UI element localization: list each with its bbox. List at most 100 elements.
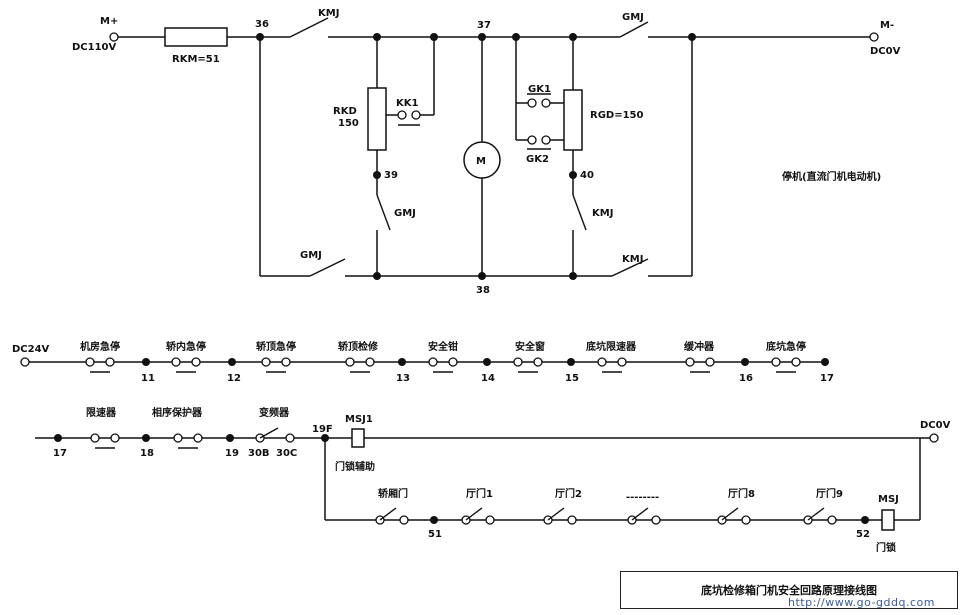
switch-hall-door-8: 厅门8: [717, 487, 755, 525]
switch-row1-2: 轿内急停: [166, 340, 206, 373]
site-watermark: http://www.go-gddq.com: [788, 596, 935, 609]
node-40-label: 40: [580, 170, 594, 181]
contact-kk1-label: KK1: [396, 98, 418, 109]
svg-text:厅门2: 厅门2: [555, 487, 582, 500]
switch-row1-9: 底坑急停: [766, 340, 806, 373]
switch-kmj-top-label: KMJ: [318, 8, 339, 19]
svg-text:轿顶检修: 轿顶检修: [338, 340, 379, 353]
switch-row1-8: 缓冲器: [683, 340, 715, 373]
svg-text:19: 19: [225, 448, 239, 459]
switch-row1-1: 机房急停: [80, 340, 120, 373]
contact-gk2-label: GK2: [526, 154, 549, 165]
switch-gmj-bottom-label: GMJ: [300, 250, 322, 261]
supply-pos-voltage: DC110V: [72, 42, 117, 53]
resistor-rkd-name: RKD: [333, 106, 357, 117]
safety-row-1: DC24V 机房急停 11 轿内急停 12 轿顶急停 轿顶检修 13: [12, 340, 834, 384]
svg-text:厅门9: 厅门9: [816, 487, 843, 500]
svg-text:底坑急停: 底坑急停: [766, 340, 806, 353]
motor-caption: 停机(直流门机电动机): [782, 170, 881, 183]
dc24v-label: DC24V: [12, 344, 50, 355]
switch-row1-6: 安全窗: [513, 340, 545, 373]
svg-text:变频器: 变频器: [259, 406, 290, 419]
relay-msj1-label: MSJ1: [345, 414, 373, 425]
diagram-title: 底坑检修箱门机安全回路原理接线图: [701, 584, 877, 597]
svg-text:厅门8: 厅门8: [728, 487, 755, 500]
switch-kmj-bottom-label: KMJ: [622, 254, 643, 265]
svg-text:轿厢门: 轿厢门: [378, 487, 408, 500]
dc0v-terminal: [929, 433, 939, 443]
supply-neg-terminal: [869, 32, 879, 42]
resistor-rgd: [563, 89, 583, 151]
resistor-rgd-label: RGD=150: [590, 110, 644, 121]
switch-row2-2: 相序保护器: [152, 406, 203, 449]
svg-text:30B: 30B: [248, 448, 270, 459]
svg-text:安全钳: 安全钳: [428, 340, 458, 353]
switch-row2-1: 限速器: [86, 406, 120, 449]
supply-neg-name: M-: [880, 20, 894, 31]
switch-gmj-bottom: [309, 258, 346, 277]
svg-text:14: 14: [481, 373, 495, 384]
svg-text:15: 15: [565, 373, 579, 384]
node-37-label: 37: [477, 20, 491, 31]
svg-text:轿内急停: 轿内急停: [166, 340, 206, 353]
switch-row1-4: 轿顶检修: [338, 340, 379, 373]
svg-text:17: 17: [53, 448, 67, 459]
resistor-rkm-label: RKM=51: [172, 54, 220, 65]
node-39-label: 39: [384, 170, 398, 181]
svg-text:11: 11: [141, 373, 155, 384]
node-36-label: 36: [255, 19, 269, 30]
svg-text:18: 18: [140, 448, 154, 459]
supply-pos-name: M+: [100, 16, 118, 27]
door-ellipsis: --------: [626, 492, 659, 503]
node-40: [569, 171, 577, 179]
svg-text:12: 12: [227, 373, 241, 384]
switch-hall-door-9: 厅门9: [803, 487, 843, 525]
supply-pos-terminal: [109, 32, 119, 42]
switch-gmj-top-label: GMJ: [622, 12, 644, 23]
switch-gmj-left-label: GMJ: [394, 208, 416, 219]
svg-text:13: 13: [396, 373, 410, 384]
switch-hall-door-mid: [627, 507, 661, 525]
switch-row1-3: 轿顶急停: [256, 340, 296, 373]
svg-text:缓冲器: 缓冲器: [683, 340, 715, 353]
svg-text:限速器: 限速器: [86, 406, 117, 419]
switch-gmj-top: [619, 21, 649, 38]
switch-kmj-bottom: [611, 258, 649, 277]
svg-text:16: 16: [739, 373, 753, 384]
diagram-title-box: 底坑检修箱门机安全回路原理接线图: [620, 571, 958, 609]
svg-text:17: 17: [820, 373, 834, 384]
svg-text:轿顶急停: 轿顶急停: [256, 340, 296, 353]
switch-row1-7: 底坑限速器: [586, 340, 637, 373]
door-lock-row: 轿厢门 51 厅门1 厅门2 -------- 厅门8: [324, 438, 920, 554]
svg-text:底坑限速器: 底坑限速器: [586, 340, 637, 353]
svg-text:51: 51: [428, 529, 442, 540]
dc0v-label: DC0V: [920, 420, 951, 431]
svg-text:厅门1: 厅门1: [466, 487, 493, 500]
svg-text:52: 52: [856, 529, 870, 540]
resistor-rkd-value: 150: [338, 118, 359, 129]
relay-msj-caption: 门锁: [876, 541, 896, 554]
relay-msj1: [351, 428, 365, 448]
dc24v-terminal: [20, 357, 30, 367]
svg-text:机房急停: 机房急停: [80, 340, 120, 353]
relay-msj1-caption: 门锁辅助: [335, 460, 375, 473]
contact-gk1-label: GK1: [528, 84, 551, 95]
switch-hall-door-2: 厅门2: [543, 487, 582, 525]
relay-msj-label: MSJ: [878, 494, 899, 505]
switch-kmj-top: [289, 17, 329, 38]
switch-kmj-right: [572, 194, 587, 231]
motor-circuit: M+ DC110V RKM=51 36 KMJ 37 GMJ M- DC0V: [72, 8, 901, 296]
svg-text:19F: 19F: [312, 424, 333, 435]
safety-row-2: 17 限速器 18 相序保护器 19 变频器 30B 30C 19F MSJ1 …: [35, 406, 951, 520]
switch-row2-3: 变频器: [255, 406, 295, 443]
svg-text:安全窗: 安全窗: [515, 340, 545, 353]
motor-label: M: [476, 156, 486, 167]
node-39: [373, 171, 381, 179]
relay-msj: [881, 509, 895, 531]
switch-kmj-right-label: KMJ: [592, 208, 613, 219]
resistor-rkd: [367, 87, 387, 151]
svg-text:30C: 30C: [276, 448, 297, 459]
switch-row1-5: 安全钳: [428, 340, 458, 373]
